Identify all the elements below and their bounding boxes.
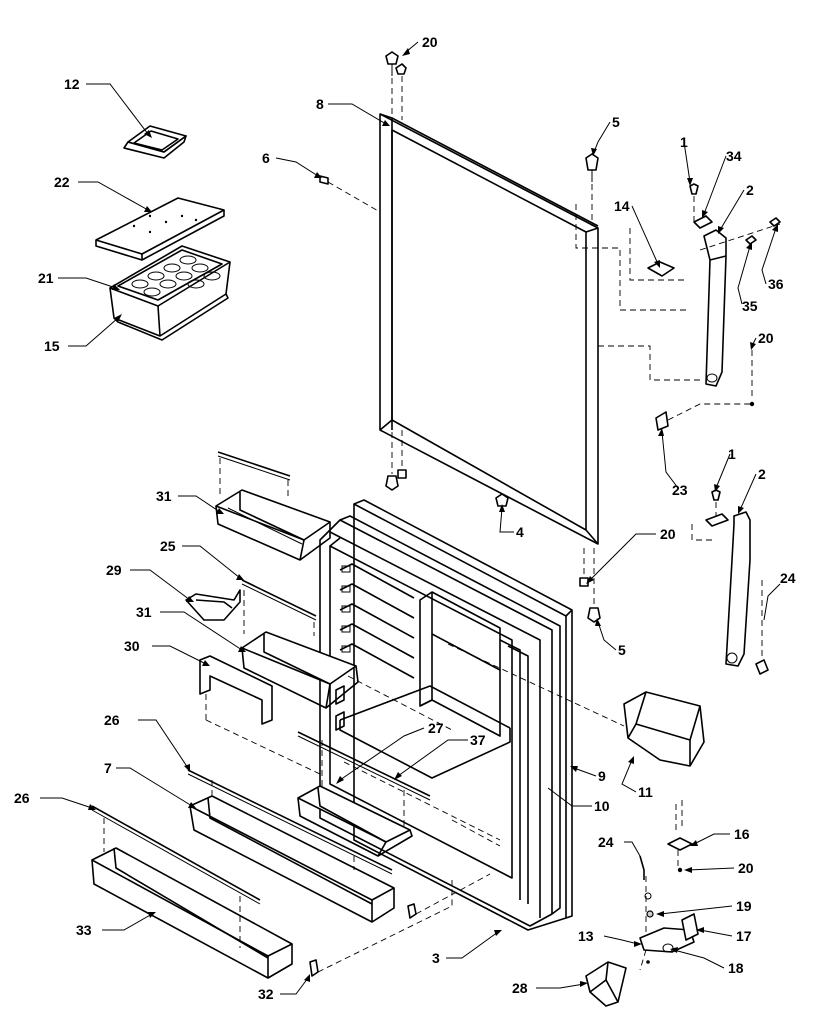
fasteners-frame-bottom	[385, 430, 407, 491]
top-hinge-assembly	[575, 183, 781, 431]
callout-1-middle: 1	[728, 446, 736, 462]
callout-26-upper: 26	[104, 712, 120, 728]
screw-6	[319, 175, 381, 213]
part-4-plug	[495, 493, 509, 507]
fastener-20-top	[385, 51, 407, 120]
part-30-bracket	[199, 655, 321, 775]
callout-5-bottom: 5	[618, 642, 626, 658]
callout-20-middle: 20	[660, 526, 676, 542]
callout-1-top: 1	[680, 134, 688, 150]
callout-11: 11	[638, 784, 653, 800]
part-33-bottom-bin	[91, 818, 293, 979]
callout-27: 27	[428, 720, 444, 736]
callout-20-right: 20	[758, 330, 774, 346]
callout-31-middle: 31	[136, 604, 152, 620]
callout-20-top: 20	[422, 34, 438, 50]
callout-24-bottom: 24	[598, 834, 614, 850]
callout-23: 23	[672, 482, 688, 498]
part-25-rail	[241, 579, 317, 621]
callout-labels: 20 12 8 5 6 1 34 22 2 14 21 36 35 20 15 …	[14, 34, 796, 1002]
callout-33: 33	[76, 922, 92, 938]
callout-18: 18	[728, 960, 744, 976]
part-9-outer-door	[353, 499, 573, 931]
callout-31-top: 31	[156, 488, 172, 504]
screws-32	[309, 873, 491, 977]
fastener-5-top	[585, 153, 599, 226]
callout-28: 28	[512, 980, 528, 996]
callout-8: 8	[316, 96, 324, 112]
callout-7: 7	[104, 760, 112, 776]
part-31-bin-middle	[241, 590, 359, 709]
callout-16: 16	[734, 826, 750, 842]
callout-37: 37	[470, 732, 486, 748]
callout-29: 29	[106, 562, 122, 578]
part-7-long-bin	[189, 780, 395, 923]
part-21-ice-tray	[117, 249, 223, 301]
callout-36: 36	[768, 276, 784, 292]
callout-21: 21	[38, 270, 54, 286]
callout-9: 9	[598, 768, 606, 784]
callout-24-middle: 24	[780, 570, 796, 586]
assembly-dashes	[343, 643, 625, 847]
callout-15: 15	[44, 338, 60, 354]
part-29-cup	[185, 589, 241, 621]
callout-32: 32	[258, 986, 274, 1002]
callout-6: 6	[262, 150, 270, 166]
callout-35: 35	[742, 298, 758, 314]
part-8-door-frame	[379, 113, 599, 545]
part-26-rail-upper	[187, 769, 393, 875]
callout-25: 25	[160, 538, 176, 554]
part-31-bin-top	[215, 451, 331, 561]
callout-4: 4	[516, 524, 524, 540]
callout-22: 22	[54, 174, 70, 190]
callout-17: 17	[736, 928, 752, 944]
part-12-tray	[123, 125, 187, 159]
bottom-hinge-assembly	[585, 800, 699, 1007]
callout-13: 13	[578, 928, 594, 944]
callout-12: 12	[64, 76, 80, 92]
callout-14: 14	[614, 198, 630, 214]
part-26-rail-lower	[91, 805, 261, 905]
callout-26-lower: 26	[14, 790, 30, 806]
callout-19: 19	[736, 898, 752, 914]
callout-34: 34	[726, 148, 742, 164]
callout-10: 10	[594, 798, 610, 814]
leader-lines	[40, 41, 781, 995]
part-11-cover	[623, 691, 705, 767]
callout-2-top: 2	[746, 182, 754, 198]
callout-3: 3	[432, 950, 440, 966]
callout-2-middle: 2	[758, 466, 766, 482]
fasteners-right-bottom	[579, 548, 601, 623]
callout-5-top: 5	[612, 114, 620, 130]
callout-30: 30	[124, 638, 140, 654]
callout-20-bottom: 20	[738, 860, 754, 876]
middle-hinge-assembly	[691, 489, 769, 675]
part-22-cover	[95, 197, 225, 261]
